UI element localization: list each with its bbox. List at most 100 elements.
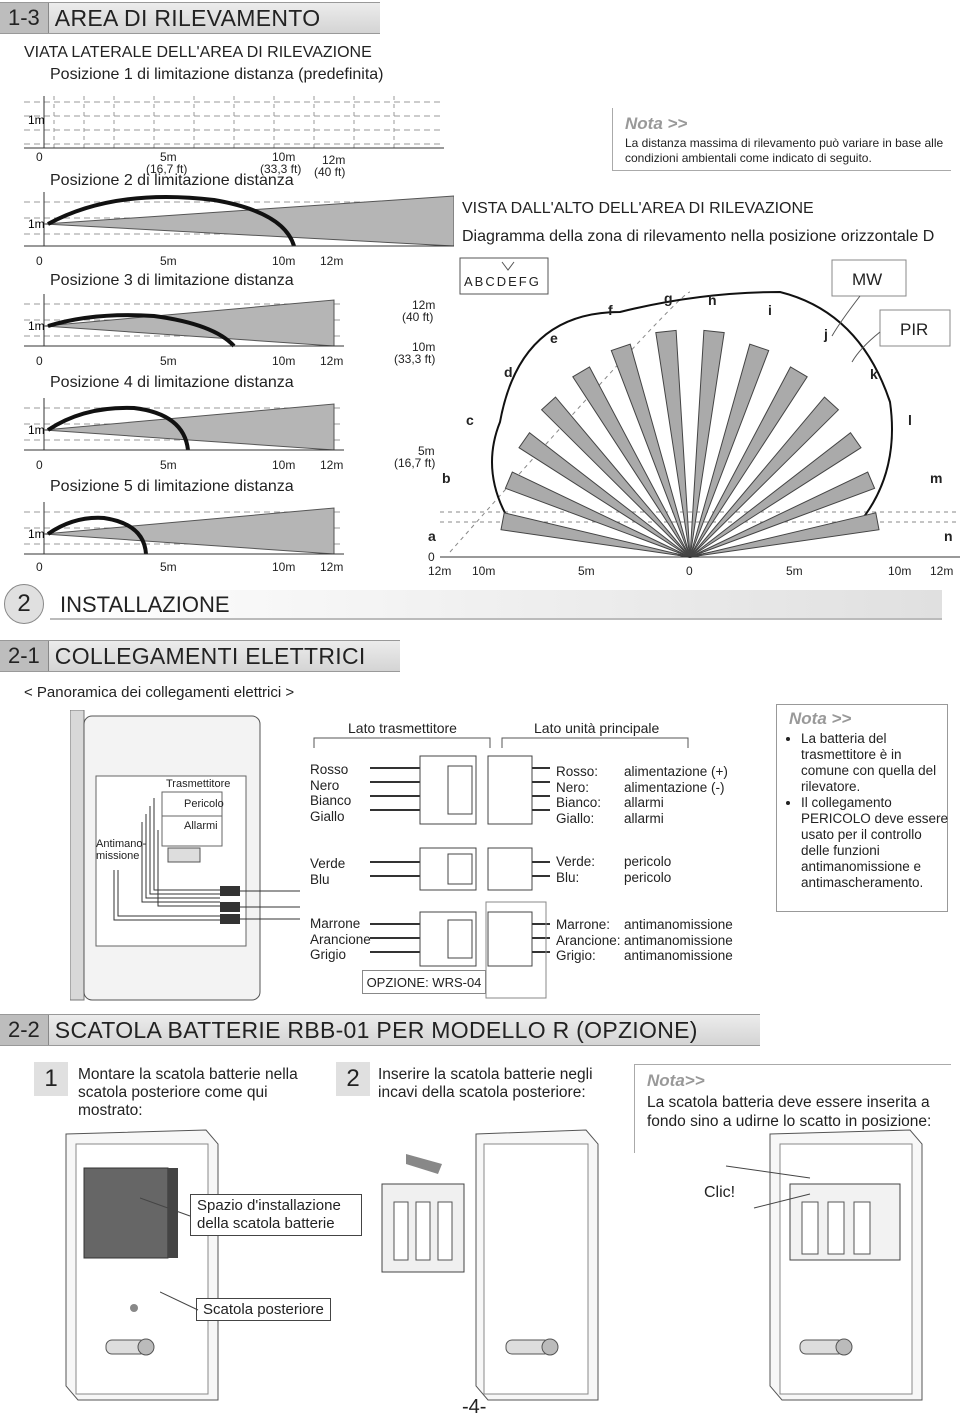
section-header-2-1: 2-1 COLLEGAMENTI ELETTRICI xyxy=(0,640,400,672)
mw-label: MW xyxy=(852,270,883,289)
section-title: COLLEGAMENTI ELETTRICI xyxy=(54,642,366,669)
callout-text: Scatola posteriore xyxy=(203,1301,324,1318)
wire-row: Giallo:allarmi xyxy=(556,811,728,827)
right-wires-group-2: Verde:pericolo Blu:pericolo xyxy=(556,854,671,885)
top-view-title: VISTA DALL'ALTO DELL'AREA DI RILEVAZIONE xyxy=(462,200,814,217)
wire-label: Verde xyxy=(310,856,346,871)
wire-color: Arancione: xyxy=(556,932,621,948)
axis-tick-sub: (40 ft) xyxy=(314,165,346,179)
bottom-axis-tick: 5m xyxy=(786,564,803,578)
wire-function: antimanomissione xyxy=(624,917,733,932)
wire-row: Blu:pericolo xyxy=(556,870,671,886)
position-2-label: Posizione 2 di limitazione distanza xyxy=(50,172,294,189)
wire-function: antimanomissione xyxy=(624,948,733,963)
backbox-drawing-3 xyxy=(769,1129,923,1401)
danger-label: Pericolo xyxy=(184,798,224,810)
wire-color: Grigio: xyxy=(556,948,596,963)
wire-label: Bianco xyxy=(310,793,352,808)
wire-row: Verde:pericolo xyxy=(556,854,671,870)
step-1-number: 1 xyxy=(34,1062,68,1096)
section-2-title: INSTALLAZIONE xyxy=(60,592,230,617)
detection-beam xyxy=(689,366,808,558)
range-12m: 12m xyxy=(412,298,436,312)
transmitter-label: Trasmettitore xyxy=(166,778,231,790)
callout-back-box: Scatola posteriore xyxy=(196,1298,331,1321)
axis-tick: 12m xyxy=(320,354,344,368)
wire-label: Marrone xyxy=(310,916,361,931)
step-2-text: Inserire la scatola batterie negli incav… xyxy=(378,1066,593,1101)
axis-tick: 5m xyxy=(160,560,177,574)
axis-tick: 12m xyxy=(322,153,346,167)
side-view-diagram-5: 1m xyxy=(24,502,344,555)
wire-function: alimentazione (-) xyxy=(624,779,725,795)
option-label: OPZIONE: WRS-04 xyxy=(366,974,482,990)
note-text: La scatola batteria deve essere inserita… xyxy=(647,1094,932,1130)
note-list: La batteria del trasmettitore è in comun… xyxy=(787,731,951,891)
axis-tick-sub: (16,7 ft) xyxy=(146,162,188,176)
detection-beam xyxy=(540,396,691,558)
callout-text: Spazio d'installazione della scatola bat… xyxy=(197,1197,341,1232)
wire-color: Nero: xyxy=(556,779,590,795)
page-number: -4- xyxy=(462,1396,487,1418)
axis-tick: 0 xyxy=(36,560,43,574)
lato-trasmettitore: Lato trasmettitore xyxy=(348,720,457,736)
wiring-subtitle: < Panoramica dei collegamenti elettrici … xyxy=(24,684,295,701)
wire-label: Rosso xyxy=(310,762,349,777)
lato-unita: Lato unità principale xyxy=(534,720,660,736)
axis-tick: 5m xyxy=(160,254,177,268)
step-2-number: 2 xyxy=(336,1062,370,1096)
origin-label: 0 xyxy=(428,550,435,564)
callout-line-3 xyxy=(725,1165,811,1209)
bottom-axis-tick: 12m xyxy=(930,564,954,578)
axis-tick: 12m xyxy=(320,458,344,472)
alarms-label: Allarmi xyxy=(184,820,218,832)
wire-row: Nero: alimentazione (-) xyxy=(556,780,728,796)
note-title: Nota>> xyxy=(647,1071,705,1090)
side-view-diagram-1: 1m xyxy=(24,96,444,149)
axis-tick: 12m xyxy=(320,254,344,268)
position-4-label: Posizione 4 di limitazione distanza xyxy=(50,374,294,391)
side-view-diagram-2: 1m xyxy=(24,192,454,247)
wire-color: Giallo: xyxy=(556,810,595,826)
side-view-diagram-3: 1m xyxy=(24,294,344,348)
detection-beam xyxy=(504,471,691,558)
wire-row: Marrone:antimanomissione xyxy=(556,917,733,933)
detection-beam xyxy=(689,329,725,558)
detection-beam xyxy=(689,471,876,558)
note-title: Nota >> xyxy=(789,709,852,728)
step-number: 1 xyxy=(44,1065,58,1092)
svg-text:1m: 1m xyxy=(28,217,45,231)
zone-l: l xyxy=(908,412,912,428)
detection-beam xyxy=(610,343,691,558)
callout-click: Clic! xyxy=(698,1182,742,1204)
section-2-number: 2 xyxy=(4,584,44,624)
position-1-label: Posizione 1 di limitazione distanza (pre… xyxy=(50,66,384,83)
section-title: AREA DI RILEVAMENTO xyxy=(54,4,321,31)
svg-text:1m: 1m xyxy=(28,423,45,437)
axis-tick: 0 xyxy=(36,354,43,368)
range-5m-ft: (16,7 ft) xyxy=(394,456,436,470)
range-12m-ft: (40 ft) xyxy=(402,310,434,324)
zone-m: m xyxy=(930,470,943,486)
note-title: Nota >> xyxy=(625,114,688,133)
svg-text:1m: 1m xyxy=(28,527,45,541)
range-10m-ft: (33,3 ft) xyxy=(394,352,436,366)
axis-tick: 10m xyxy=(272,354,296,368)
detection-beam xyxy=(689,343,770,558)
wire-row: Grigio: antimanomissione xyxy=(556,948,733,964)
axis-tick: 5m xyxy=(160,354,177,368)
axis-tick: 10m xyxy=(272,150,296,164)
note-text: La distanza massima di rilevamento può v… xyxy=(625,136,944,165)
right-wires-group-1: Rosso:alimentazione (+) Nero:alimentazio… xyxy=(556,764,728,826)
backbox-drawing-2 xyxy=(381,1129,599,1401)
section-header-1-3: 1-3 AREA DI RILEVAMENTO xyxy=(0,2,380,34)
detection-beam xyxy=(500,512,691,558)
section-number: 1-3 xyxy=(0,3,49,33)
range-10m: 10m xyxy=(412,340,436,354)
note-box-detection: Nota >> La distanza massima di rilevamen… xyxy=(612,108,951,171)
wire-row: Bianco:allarmi xyxy=(556,795,728,811)
zone-d: d xyxy=(504,364,513,380)
detection-beam xyxy=(689,431,862,558)
bottom-axis-tick: 10m xyxy=(472,564,496,578)
section-title: SCATOLA BATTERIE RBB-01 PER MODELLO R (O… xyxy=(54,1016,698,1043)
